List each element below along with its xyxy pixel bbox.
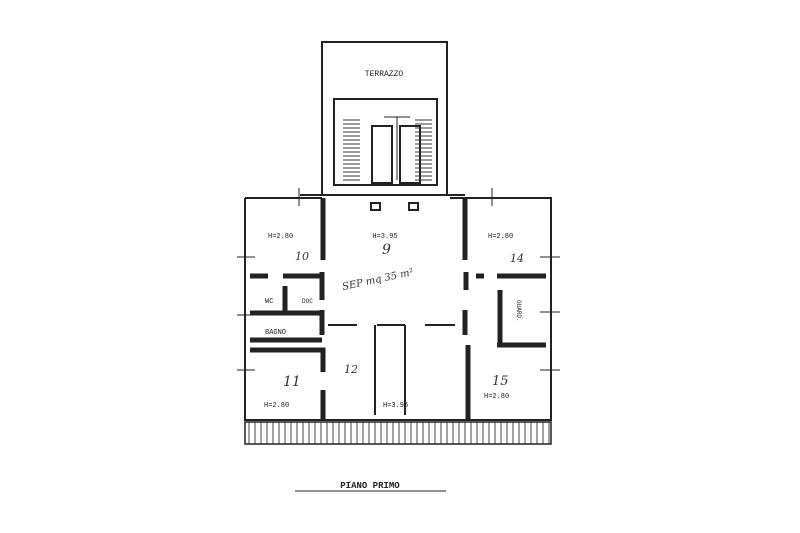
bathroom-label: BAGNO	[265, 329, 286, 337]
room-10-number: 10	[295, 250, 309, 263]
exterior-walls	[244, 194, 552, 421]
plan-title: PIANO PRIMO	[340, 481, 400, 491]
stair-steps	[343, 119, 432, 181]
room-9-area-note: SEP mq 35 m²	[341, 267, 414, 293]
closet-label: GUARD.	[515, 300, 522, 322]
pillar	[370, 202, 381, 211]
balcony-railing	[244, 421, 552, 445]
room-14-number: 14	[510, 252, 524, 265]
pillar	[408, 202, 419, 211]
room-12-height: H=3.95	[383, 402, 408, 410]
window-markers	[237, 188, 560, 371]
room-10-height: H=2.80	[268, 233, 293, 241]
room-11-number: 11	[283, 374, 301, 390]
terrace-label: TERRAZZO	[365, 70, 404, 79]
room-15-number: 15	[492, 374, 509, 389]
wc-label: WC	[265, 298, 273, 306]
room-9-number: 9	[382, 242, 391, 258]
room-15-height: H=2.80	[484, 393, 509, 401]
room-14-height: H=2.80	[488, 233, 513, 241]
room-9-height: H=3.95	[372, 233, 397, 241]
doc-label: DOC	[302, 298, 313, 305]
stairwell	[333, 98, 438, 186]
room-11-height: H=2.80	[264, 402, 289, 410]
terrace-outline	[321, 41, 448, 196]
room-12-number: 12	[344, 363, 358, 376]
interior-walls	[250, 198, 546, 420]
